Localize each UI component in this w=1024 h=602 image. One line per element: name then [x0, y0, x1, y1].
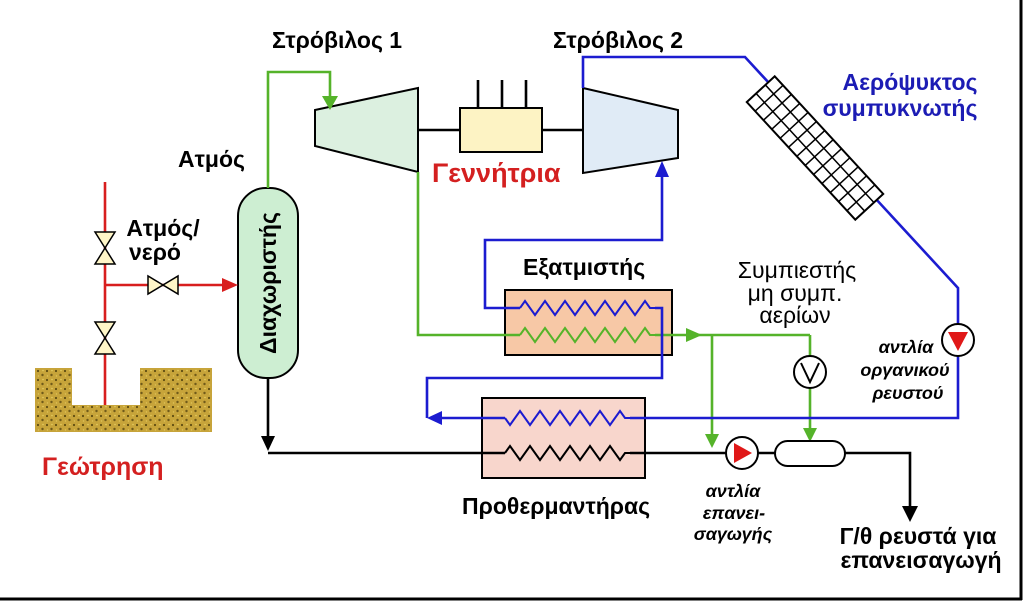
- valve-separator-feed: [147, 274, 179, 296]
- organic-vapor-pipe: [483, 176, 664, 310]
- reinjection-pump: [725, 436, 759, 470]
- generator-label: Γεννήτρια: [432, 158, 561, 188]
- preheater-label: Προθερμαντήρας: [462, 493, 650, 519]
- organic-pump-label-line-2: οργανικού: [860, 360, 949, 380]
- reinjection-pump-label-line-1: αντλία: [706, 481, 762, 501]
- turbine-2: [582, 86, 679, 175]
- compressor-label-line-3: αερίων: [759, 302, 830, 328]
- steam-label: Ατμός: [178, 146, 245, 172]
- condenser-label-line-2: συμπυκνωτής: [823, 95, 978, 121]
- organic-pump-label-line-1: αντλία: [879, 337, 935, 357]
- evaporator-organic-coil: [519, 299, 655, 317]
- evaporator-box: [504, 289, 673, 356]
- preheater-organic-coil: [504, 409, 630, 427]
- organic-to-evaporator-pipe: [425, 306, 664, 418]
- evaporator-label: Εξατμιστής: [523, 254, 645, 280]
- organic-fluid-pump: [941, 323, 975, 357]
- separator-feed-arrow: [222, 278, 238, 292]
- compressor-label-line-2: μη συμπ.: [748, 280, 843, 306]
- compressor-symbol-icon: [800, 362, 820, 385]
- reinjection-fluids-label-line-1: Γ/θ ρευστά για: [840, 523, 997, 549]
- compressor-label-line-1: Συμπιεστής: [738, 257, 856, 283]
- condenser-grid: [754, 84, 876, 212]
- organic-exhaust-pipe: [581, 55, 960, 324]
- generator-terminals: [476, 80, 528, 108]
- steam-water-label-line-2: νερό: [129, 239, 181, 265]
- turbine-2-label: Στρόβιλος 2: [553, 27, 683, 53]
- evaporator-steam-coil: [519, 326, 655, 344]
- condenser-label-line-1: Αερόψυκτος: [843, 69, 978, 95]
- mixing-tube: [774, 440, 846, 467]
- well-label: Γεώτρηση: [42, 453, 164, 481]
- reinjection-fluids-label-line-2: επανεισαγωγή: [840, 547, 1001, 573]
- valve-lower: [93, 321, 117, 355]
- turbine-2-inlet-arrow: [655, 161, 669, 177]
- reinjection-pipe: [630, 451, 912, 508]
- reinjection-outlet-arrow: [902, 506, 918, 522]
- preheater-box: [481, 397, 646, 479]
- reinjection-pump-label-line-3: σαγωγής: [694, 524, 773, 544]
- well-ground: [35, 368, 212, 432]
- condensate-flow-arrow: [686, 328, 702, 342]
- ncg-compressor: [793, 355, 827, 389]
- steam-water-label-line-1: Ατμός/: [126, 215, 200, 241]
- pump-arrow-icon: [734, 443, 752, 463]
- condensate-to-pump-arrow: [705, 434, 719, 448]
- separator-label: Διαχωριστής: [255, 212, 281, 354]
- steam-pipe: [266, 70, 332, 188]
- reinjection-pump-label-line-2: επανει-: [703, 503, 765, 523]
- pump-arrow-icon: [948, 332, 968, 351]
- steam-inlet-arrow: [322, 96, 338, 110]
- generator: [459, 107, 543, 153]
- compressor-outlet-arrow: [803, 428, 817, 442]
- organic-pump-outlet-pipe: [630, 356, 960, 420]
- turbine-1-exhaust-pipe: [416, 172, 520, 337]
- air-cooled-condenser: [745, 74, 885, 222]
- turbine-1-label: Στρόβιλος 1: [272, 27, 402, 53]
- separator-brine-arrow: [261, 436, 275, 451]
- preheater-brine-coil: [504, 444, 630, 462]
- valve-upper: [93, 231, 117, 265]
- organic-return-arrow: [427, 411, 442, 425]
- organic-pump-label-line-3: ρευστού: [871, 383, 943, 403]
